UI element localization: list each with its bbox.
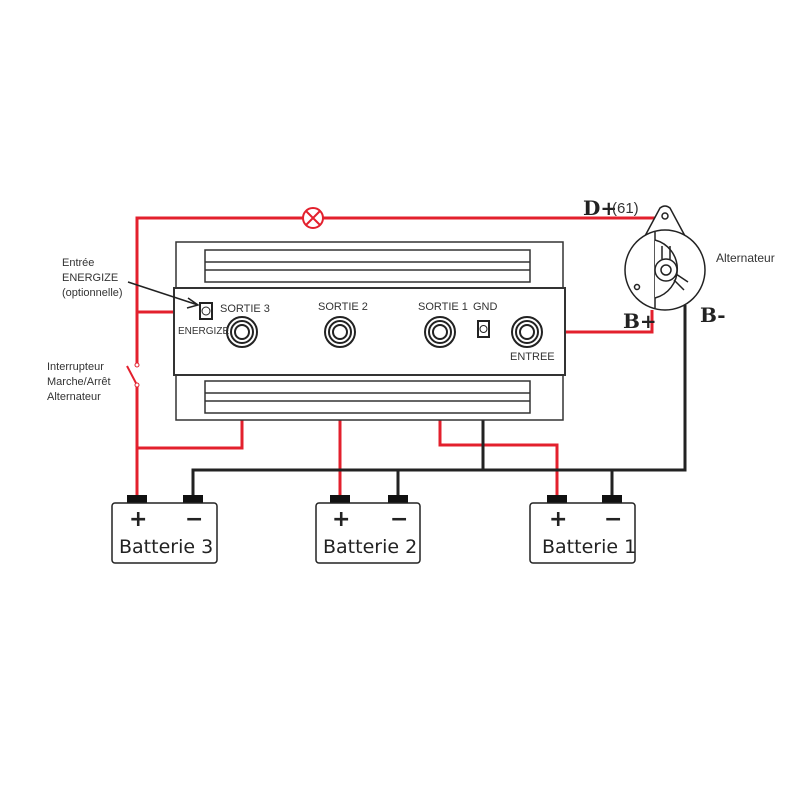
d-plus-number: (61) bbox=[612, 200, 639, 217]
battery-1-label: Batterie 1 bbox=[542, 536, 636, 558]
battery-2-plus: + bbox=[332, 507, 350, 532]
battery-3-label: Batterie 3 bbox=[119, 536, 213, 558]
alternator-icon bbox=[624, 205, 706, 311]
switch-label-2: Marche/Arrêt bbox=[47, 376, 111, 388]
entree-stud-icon bbox=[511, 316, 543, 348]
switch-label-1: Interrupteur bbox=[47, 361, 104, 373]
terminal-studs bbox=[199, 302, 543, 348]
sortie3-stud-icon bbox=[226, 316, 258, 348]
switch-label-3: Alternateur bbox=[47, 391, 101, 403]
d-plus-wire bbox=[135, 216, 660, 365]
battery-3-minus: − bbox=[185, 507, 203, 532]
sortie1-stud-icon bbox=[424, 316, 456, 348]
energize-input-label-2: ENERGIZE bbox=[62, 272, 118, 284]
energize-input-label-3: (optionnelle) bbox=[62, 287, 123, 299]
gnd-label: GND bbox=[473, 301, 498, 313]
b-plus-wire bbox=[543, 310, 654, 334]
battery-2-minus: − bbox=[390, 507, 408, 532]
battery-3-plus: + bbox=[129, 507, 147, 532]
warning-lamp-icon bbox=[302, 207, 324, 229]
alternator-label: Alternateur bbox=[716, 251, 775, 265]
battery-2-label: Batterie 2 bbox=[323, 536, 417, 558]
battery-1: + − Batterie 1 bbox=[529, 495, 636, 564]
switch-lever bbox=[126, 365, 138, 386]
b-minus-wire bbox=[191, 305, 687, 497]
energize-input-label-1: Entrée bbox=[62, 257, 94, 269]
battery-2: + − Batterie 2 bbox=[315, 495, 421, 564]
b-plus-label: B+ bbox=[623, 309, 657, 333]
battery-1-minus: − bbox=[604, 507, 622, 532]
sortie2-stud-icon bbox=[324, 316, 356, 348]
arrow-icon bbox=[127, 281, 200, 309]
entree-label: ENTREE bbox=[510, 351, 555, 363]
energize-label: ENERGIZE bbox=[178, 326, 229, 337]
b-minus-label: B- bbox=[700, 303, 726, 327]
gnd-screw-icon bbox=[477, 320, 490, 338]
energize-screw-icon bbox=[199, 302, 213, 320]
sortie2-label: SORTIE 2 bbox=[318, 301, 368, 313]
battery-3: + − Batterie 3 bbox=[111, 495, 218, 564]
battery-1-plus: + bbox=[549, 507, 567, 532]
sortie1-label: SORTIE 1 bbox=[418, 301, 468, 313]
battery-isolator bbox=[173, 241, 566, 421]
d-plus-label: D+ bbox=[583, 196, 617, 220]
sortie3-label: SORTIE 3 bbox=[220, 303, 270, 315]
